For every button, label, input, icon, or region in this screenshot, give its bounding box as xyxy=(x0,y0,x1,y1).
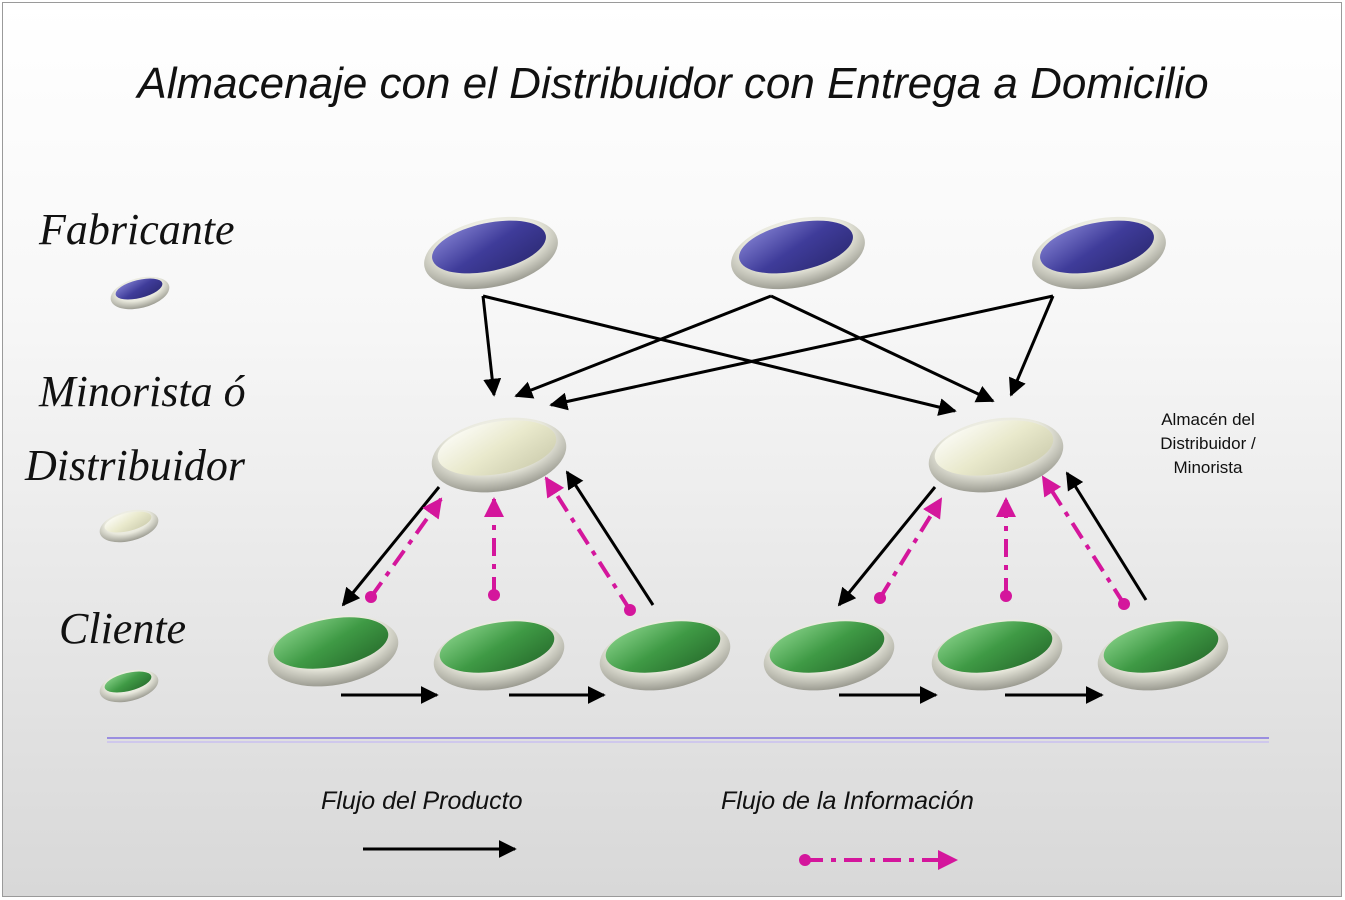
customer-node-4 xyxy=(763,619,895,691)
legend-customer-icon xyxy=(99,669,159,703)
separator-line xyxy=(107,737,1269,743)
retailer-label-line2: Distribuidor xyxy=(25,441,246,490)
warehouse-note: Almacén del Distribuidor / Minorista xyxy=(1160,410,1256,477)
customer-node-1 xyxy=(267,615,399,687)
customer-node-6 xyxy=(1097,619,1229,691)
product-flow-manufacturer-arrows xyxy=(481,294,1055,416)
customer-node-3 xyxy=(599,619,731,691)
legend-info-flow-label: Flujo de la Información xyxy=(721,787,974,815)
legend-retailer-icon xyxy=(99,509,159,543)
retailer-node-1 xyxy=(431,417,567,493)
legend-info-flow-arrow xyxy=(799,850,958,870)
retailer-node-2 xyxy=(928,417,1064,493)
customer-node-2 xyxy=(433,619,565,691)
manufacturer-node-2 xyxy=(731,216,865,290)
manufacturer-node-1 xyxy=(424,216,558,290)
manufacturer-node-3 xyxy=(1032,216,1166,290)
manufacturer-label: Fabricante xyxy=(39,205,235,254)
information-flow-origin-dots xyxy=(365,589,1130,616)
information-flow-arrows xyxy=(369,475,1126,612)
flow-diagram xyxy=(99,216,1269,870)
product-flow-retailer-arrows xyxy=(341,470,1148,607)
diagram-title: Almacenaje con el Distribuidor con Entre… xyxy=(137,59,1209,108)
legend-manufacturer-icon xyxy=(110,276,170,310)
legend-product-flow-label: Flujo del Producto xyxy=(321,787,523,815)
customer-node-5 xyxy=(931,619,1063,691)
customer-label: Cliente xyxy=(59,604,187,653)
retailer-label-line1: Minorista ó xyxy=(39,367,246,416)
